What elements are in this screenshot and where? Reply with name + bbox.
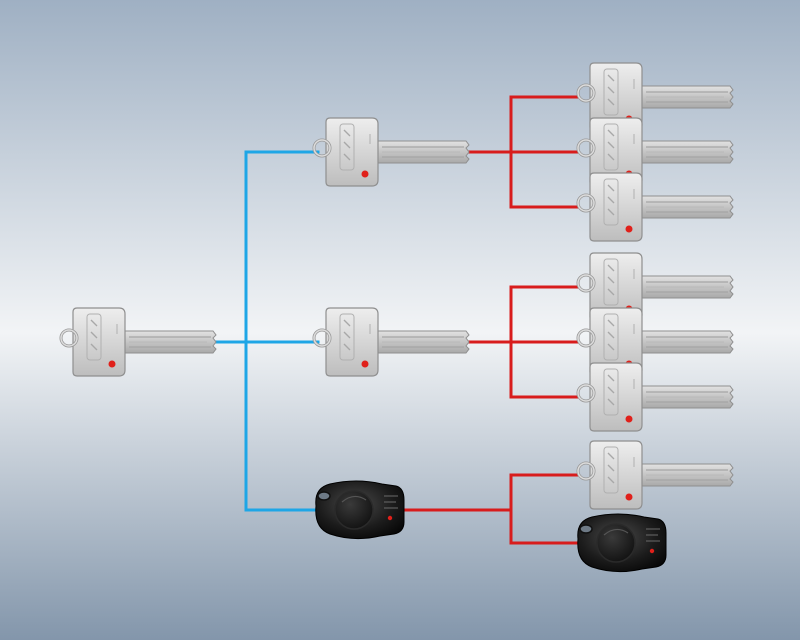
remote-fob-icon [577,513,667,573]
connector-lines [181,95,584,545]
remote-fob-icon [315,480,405,540]
